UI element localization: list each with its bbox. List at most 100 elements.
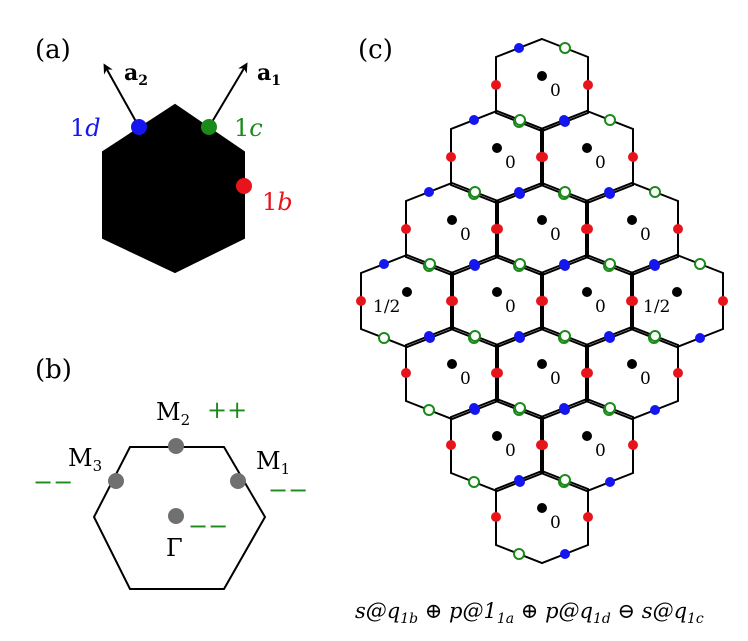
- lattice-site-1a: [492, 287, 502, 297]
- lattice-site-1a: [447, 215, 457, 225]
- cell-value-label: 0: [550, 81, 561, 101]
- lattice-site-1a: [537, 359, 547, 369]
- lattice-cell-hexagon: [540, 253, 634, 349]
- panel-a: (a) a2 a1 1d 1c 1b 1a: [35, 35, 293, 274]
- cell-value-label: 0: [640, 369, 651, 389]
- lattice-cell-hexagon: [450, 109, 544, 205]
- lattice-site-1a: [537, 215, 547, 225]
- site-1d-letter: d: [85, 114, 100, 142]
- lattice-site-1d: [514, 43, 524, 53]
- lattice-site-1c: [559, 330, 571, 342]
- lattice-cell-hexagon: [540, 109, 634, 205]
- cell-value-label: 0: [505, 153, 516, 173]
- lattice-site-1b: [536, 440, 546, 450]
- lattice-site-1b: [446, 152, 456, 162]
- cell-value-label: 1/2: [643, 297, 670, 317]
- lattice-site-1d: [604, 187, 614, 197]
- site-1c-num: 1: [234, 114, 249, 142]
- site-1d-label: 1d: [70, 114, 101, 142]
- vector-a2-label: a2: [124, 60, 148, 89]
- lattice-site-1b: [581, 368, 591, 378]
- cell-value-label: 0: [595, 297, 606, 317]
- lattice-site-1d: [559, 115, 569, 125]
- vector-a2-sub: 2: [138, 73, 148, 89]
- lattice-site-1d: [560, 549, 570, 559]
- panel-b: (b) M2 ++ M3 −− M1 −− Γ −−: [33, 355, 308, 590]
- lattice-site-1b: [491, 224, 501, 234]
- lattice-site-1c: [514, 258, 526, 270]
- gamma-point: [168, 508, 184, 524]
- lattice-site-1b: [401, 224, 411, 234]
- m1-sub: 1: [281, 460, 291, 478]
- lattice-site-1d: [559, 259, 569, 269]
- site-1d-num: 1: [70, 114, 85, 142]
- lattice-site-1b: [583, 80, 593, 90]
- lattice-site-1c: [604, 402, 616, 414]
- lattice-site-1a: [447, 359, 457, 369]
- lattice-site-1d: [559, 403, 569, 413]
- lattice-site-1c: [559, 42, 571, 54]
- lattice-site-1a: [582, 431, 592, 441]
- lattice-site-1c: [424, 258, 436, 270]
- lattice-cell-hexagon: [405, 181, 499, 277]
- m1-irrep-label: −−: [268, 476, 308, 504]
- cell-value-label: 0: [550, 513, 561, 533]
- lattice-site-1a: [582, 143, 592, 153]
- lattice-site-1d: [514, 475, 524, 485]
- lattice-vector-a2-arrow: [103, 63, 140, 128]
- site-1b-num: 1: [262, 188, 277, 216]
- lattice-cell-hexagon: [495, 37, 589, 133]
- site-1a-dot: [167, 178, 183, 194]
- lattice-site-1a: [492, 143, 502, 153]
- m2-main: M: [156, 398, 181, 426]
- m3-sub: 3: [93, 457, 103, 475]
- bond-1a-1c: [174, 126, 210, 187]
- brillouin-zone-hexagon: [92, 446, 267, 590]
- lattice-site-1a: [537, 503, 547, 513]
- site-1a-label: 1a: [152, 202, 182, 230]
- lattice-site-1b: [628, 440, 638, 450]
- vector-a2-main: a: [124, 60, 138, 86]
- lattice-site-1b: [356, 296, 366, 306]
- lattice-cell-hexagon: [585, 181, 679, 277]
- lattice-site-1c: [513, 548, 525, 560]
- lattice-site-1a: [402, 287, 412, 297]
- m3-point: [108, 473, 124, 489]
- vector-a1-sub: 1: [271, 73, 281, 89]
- cell-value-label: 1/2: [373, 297, 400, 317]
- m2-sub: 2: [181, 411, 191, 429]
- m3-irrep-label: −−: [33, 468, 73, 496]
- lattice-site-1b: [491, 512, 501, 522]
- lattice-site-1b: [536, 152, 546, 162]
- panel-c-label: (c): [358, 35, 393, 65]
- cell-value-label: 0: [460, 225, 471, 245]
- lattice-cell-hexagon: [495, 181, 589, 277]
- panel-b-label: (b): [35, 355, 72, 385]
- lattice-site-1c: [604, 114, 616, 126]
- lattice-site-1b: [583, 512, 593, 522]
- lattice-cell-hexagon: [450, 397, 544, 493]
- lattice-site-1d: [469, 115, 479, 125]
- cell-value-label: 0: [505, 297, 516, 317]
- lattice-site-1a: [537, 71, 547, 81]
- lattice-site-1c: [559, 186, 571, 198]
- lattice-cell-hexagon: [540, 397, 634, 493]
- lattice-cell-hexagon: [405, 325, 499, 421]
- lattice-site-1b: [673, 368, 683, 378]
- lattice-site-1d: [695, 333, 705, 343]
- unit-cell-hexagon-outline: [102, 103, 245, 274]
- panel-a-label: (a): [35, 35, 71, 65]
- site-1b-dot: [236, 178, 252, 194]
- lattice-site-1a: [627, 215, 637, 225]
- cell-value-label: 0: [550, 369, 561, 389]
- decomposition-formula: s@q1b ⊕ p@11a ⊕ p@q1d ⊖ s@q1c: [355, 599, 704, 627]
- m3-main: M: [68, 444, 93, 472]
- lattice-site-1b: [401, 368, 411, 378]
- m1-point: [230, 473, 246, 489]
- lattice-site-1b: [491, 80, 501, 90]
- m3-label: M3: [68, 444, 102, 475]
- lattice-site-1d: [379, 259, 389, 269]
- site-1d-dot: [131, 119, 147, 135]
